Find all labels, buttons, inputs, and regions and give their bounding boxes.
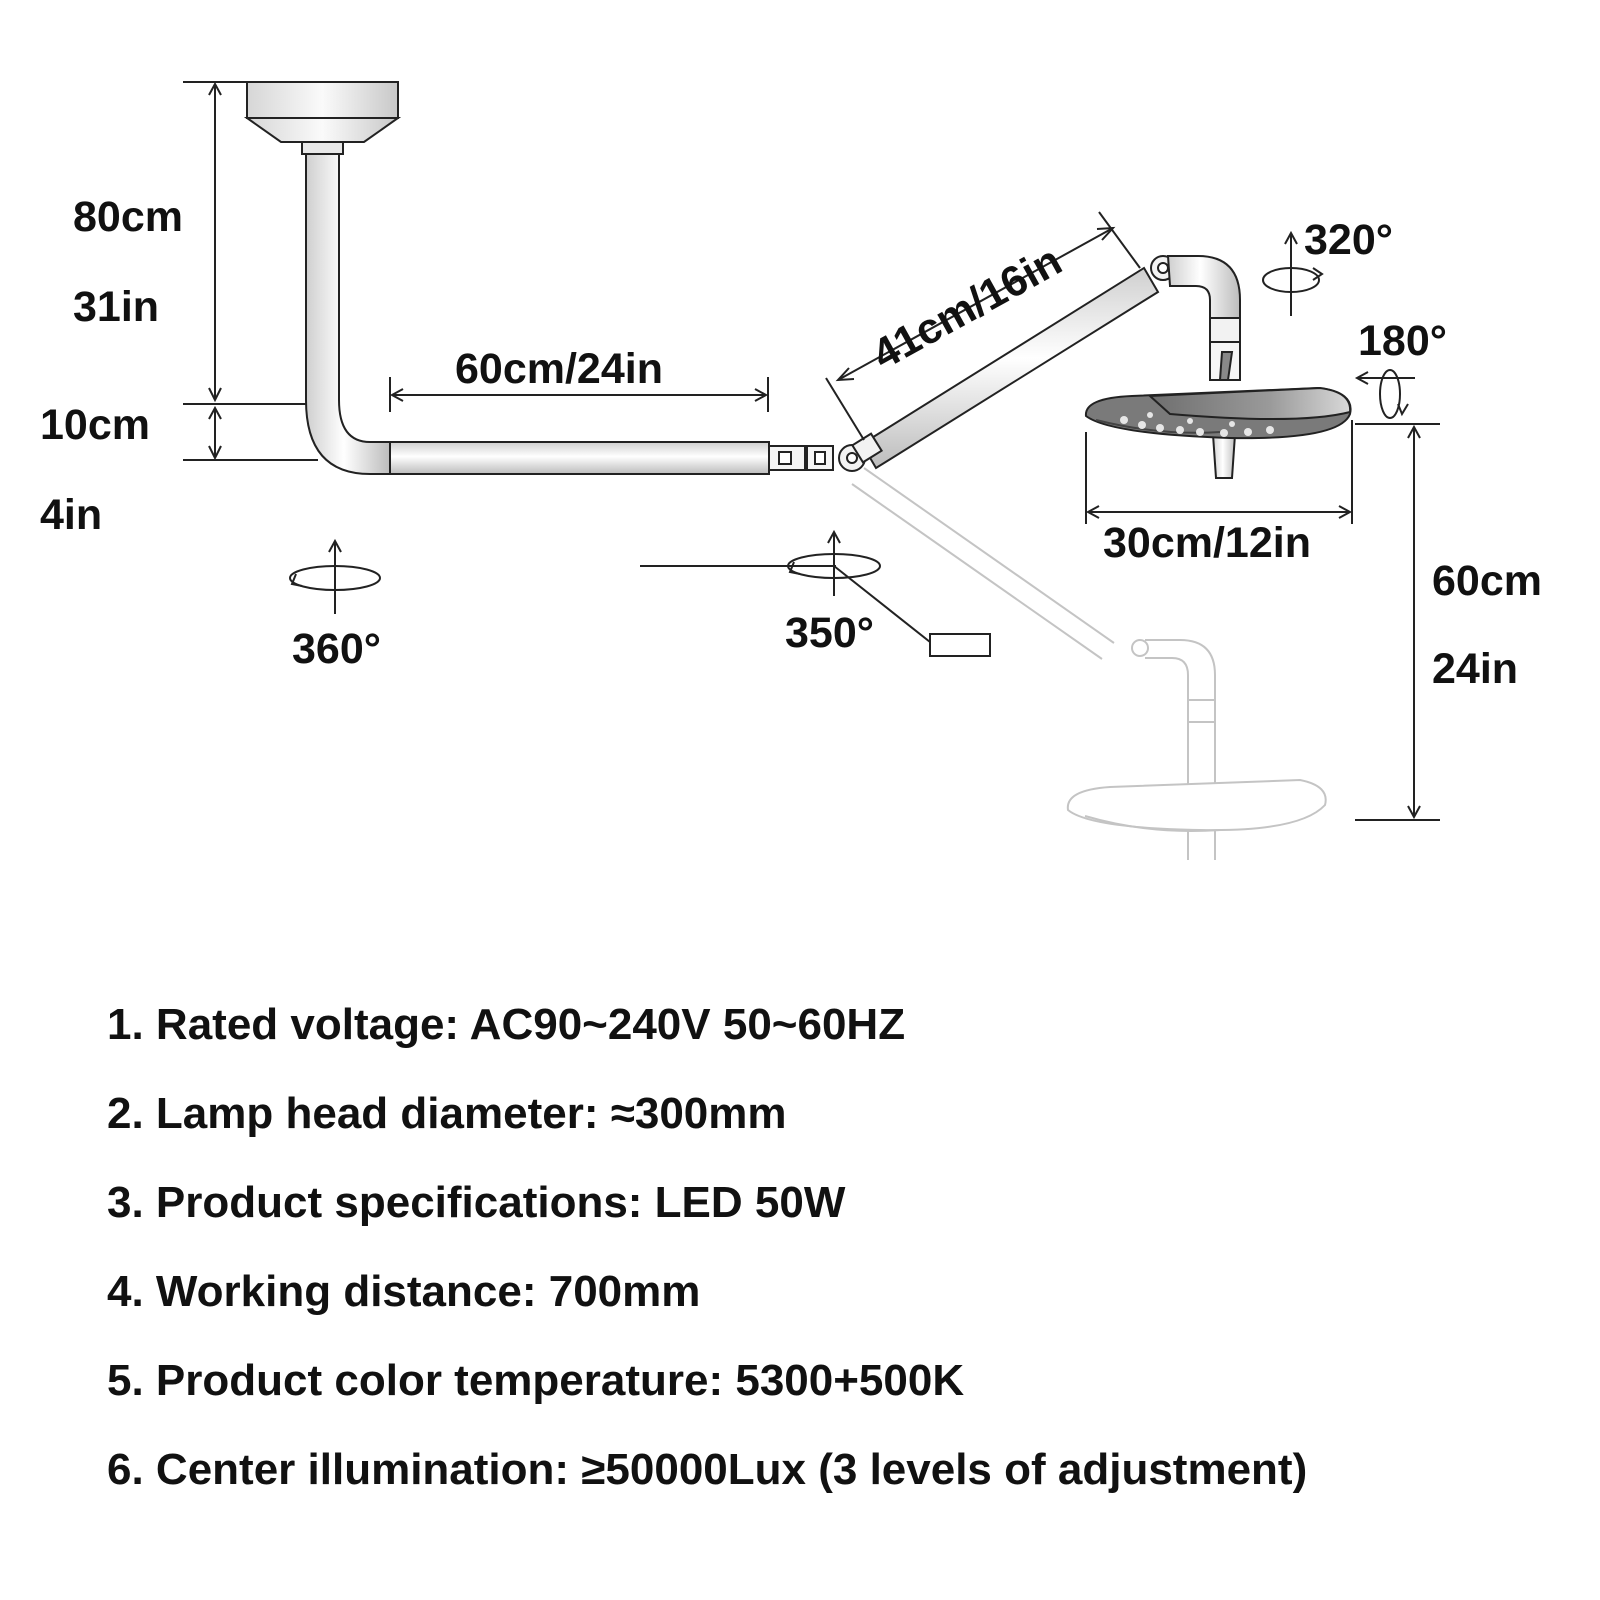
ghost-lowered-position — [851, 467, 1327, 860]
mount-height-cm-label: 80cm — [73, 193, 183, 241]
rotation-icon-360 — [289, 538, 381, 614]
spec-item: 2. Lamp head diameter: ≈300mm — [107, 1089, 787, 1138]
mount-height-in-label: 31in — [73, 283, 160, 331]
spec-item: 1. Rated voltage: AC90~240V 50~60HZ — [107, 1000, 906, 1049]
base-rotation-label: 360° — [292, 625, 381, 673]
vertical-travel-cm-label: 60cm — [1432, 557, 1542, 605]
rotation-icon-180 — [1354, 369, 1415, 419]
spec-list: 1. Rated voltage: AC90~240V 50~60HZ 2. L… — [107, 1000, 1577, 1534]
spring-arm — [838, 255, 1176, 472]
vertical-travel-in-label: 24in — [1432, 645, 1519, 693]
vertical-dimension-mount — [183, 81, 318, 461]
spring-arm-dimension — [825, 211, 1141, 441]
lamp-drawing — [183, 81, 1440, 860]
spec-item: 4. Working distance: 700mm — [107, 1267, 701, 1316]
lamp-dimension-diagram: 80cm 31in 10cm 4in 60cm/24in 41cm/16in 3… — [40, 81, 1542, 860]
lamp-head — [1084, 386, 1352, 440]
horizontal-arm-dimension — [389, 377, 769, 412]
spec-item: 5. Product color temperature: 5300+500K — [107, 1356, 965, 1405]
elbow-drop-cm-label: 10cm — [40, 401, 150, 449]
rotation-icon-320 — [1262, 230, 1324, 316]
yoke-rotation-label: 320° — [1304, 216, 1393, 264]
lamp-yoke — [1166, 255, 1241, 479]
spec-item: 3. Product specifications: LED 50W — [107, 1178, 846, 1227]
elbow-drop-in-label: 4in — [40, 491, 103, 539]
lamp-head-dimension — [1085, 420, 1353, 524]
rotation-icon-350 — [640, 529, 991, 657]
mount-tube — [305, 153, 834, 475]
joint-rotation-label: 350° — [785, 609, 874, 657]
ceiling-mount — [243, 81, 402, 155]
head-rotation-label: 180° — [1358, 317, 1447, 365]
lamp-head-width-label: 30cm/12in — [1103, 519, 1311, 567]
spec-item: 6. Center illumination: ≥50000Lux (3 lev… — [107, 1445, 1308, 1494]
vertical-travel-dimension — [1355, 423, 1440, 821]
horizontal-arm-label: 60cm/24in — [455, 345, 663, 393]
